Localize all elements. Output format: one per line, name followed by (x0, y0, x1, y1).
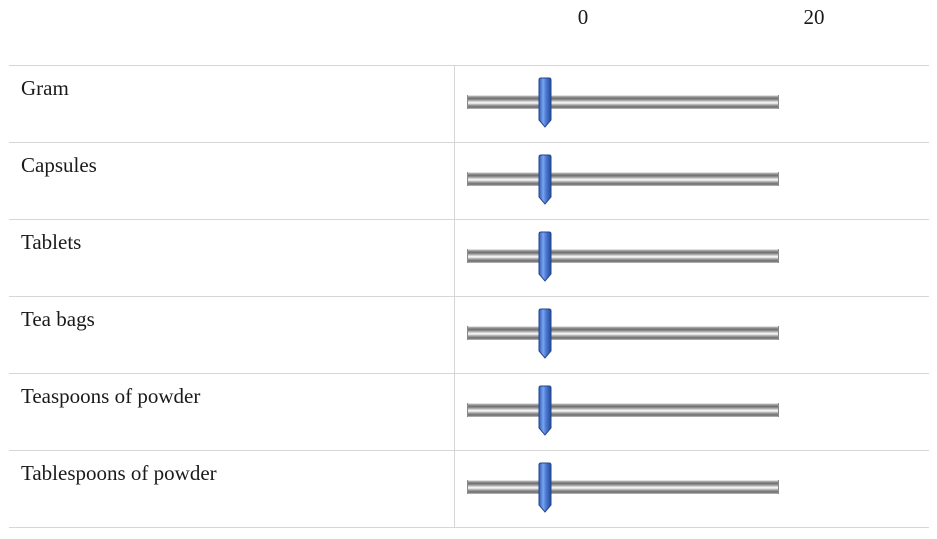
slider-row-4: Teaspoons of powder (9, 374, 929, 451)
column-divider (454, 66, 455, 142)
slider-track[interactable] (467, 480, 779, 494)
slider-grid: Gram Capsules (9, 65, 929, 528)
slider-track[interactable] (467, 326, 779, 340)
column-divider (454, 374, 455, 450)
slider-row-label: Teaspoons of powder (21, 384, 201, 408)
slider-row-1: Capsules (9, 143, 929, 220)
slider-row-2: Tablets (9, 220, 929, 297)
slider-thumb-icon[interactable] (537, 154, 553, 205)
slider-thumb-icon[interactable] (537, 231, 553, 282)
slider-thumb-icon[interactable] (537, 385, 553, 436)
slider[interactable] (467, 462, 779, 513)
column-divider (454, 297, 455, 373)
slider-row-5: Tablespoons of powder (9, 451, 929, 528)
slider[interactable] (467, 77, 779, 128)
slider-row-label: Gram (21, 76, 69, 100)
slider-thumb-icon[interactable] (537, 77, 553, 128)
slider[interactable] (467, 385, 779, 436)
slider[interactable] (467, 154, 779, 205)
slider[interactable] (467, 308, 779, 359)
slider-track[interactable] (467, 249, 779, 263)
slider-track[interactable] (467, 95, 779, 109)
column-divider (454, 451, 455, 527)
slider-row-label: Tablets (21, 230, 82, 254)
slider-track[interactable] (467, 172, 779, 186)
slider-thumb-icon[interactable] (537, 308, 553, 359)
slider-row-label: Capsules (21, 153, 97, 177)
column-divider (454, 220, 455, 296)
slider-row-0: Gram (9, 66, 929, 143)
scale-max-label: 20 (803, 5, 825, 29)
scale-min-label: 0 (577, 5, 589, 29)
slider-track[interactable] (467, 403, 779, 417)
slider-row-label: Tea bags (21, 307, 95, 331)
slider[interactable] (467, 231, 779, 282)
slider-row-3: Tea bags (9, 297, 929, 374)
slider-thumb-icon[interactable] (537, 462, 553, 513)
column-divider (454, 143, 455, 219)
slider-row-label: Tablespoons of powder (21, 461, 217, 485)
